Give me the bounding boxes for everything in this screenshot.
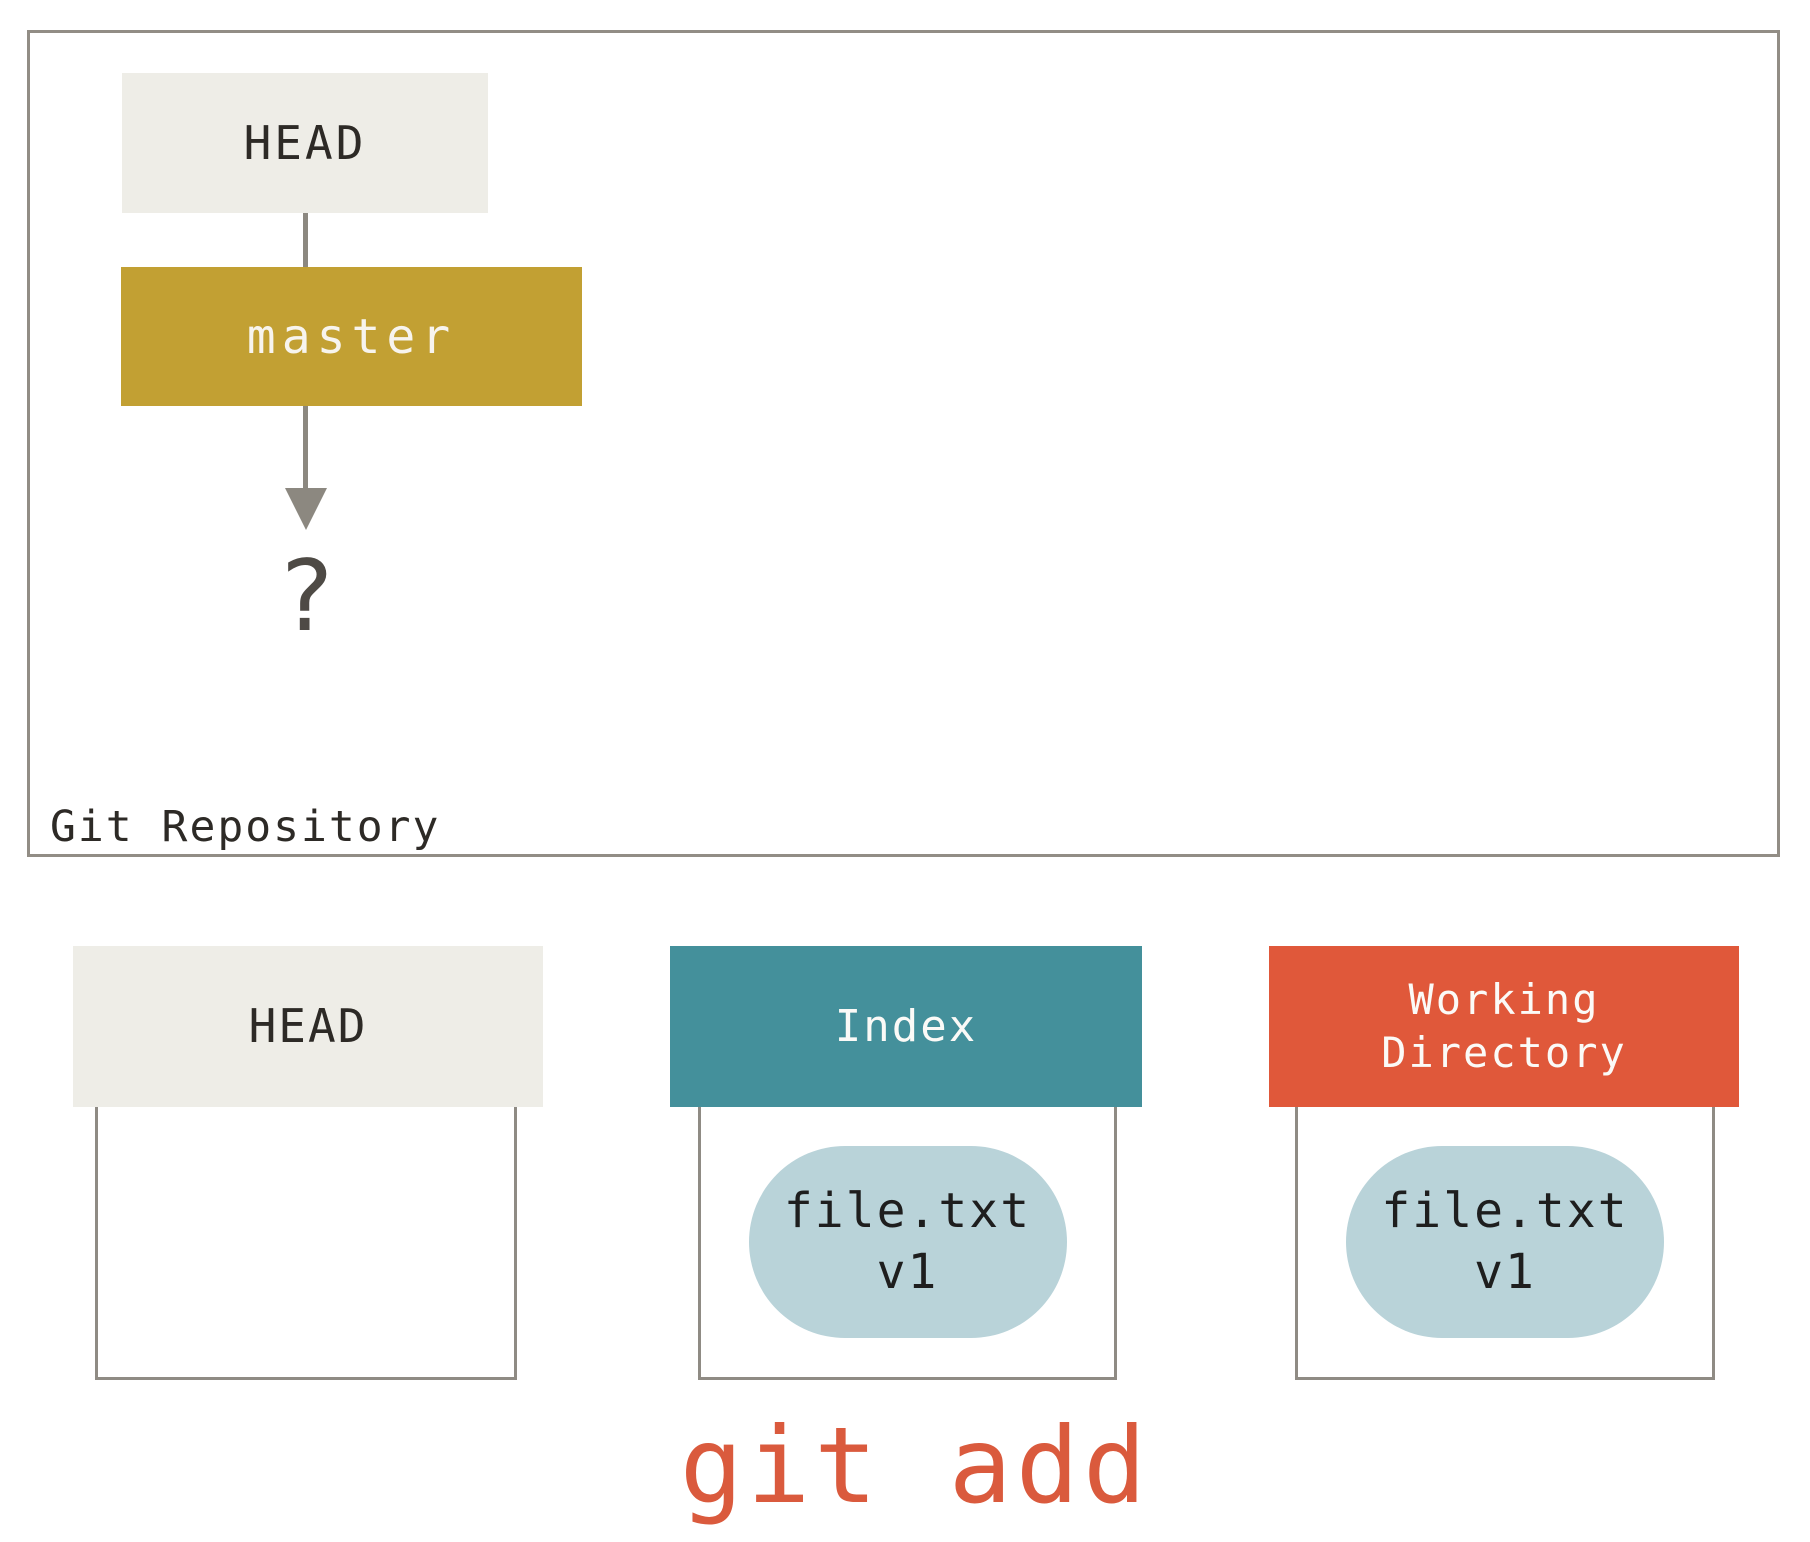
master-arrow-stem <box>303 406 308 490</box>
index-column-title: Index <box>834 1001 978 1052</box>
git-add-caption: git add <box>679 1405 1151 1527</box>
working-directory-title-line2: Directory <box>1381 1027 1627 1077</box>
working-directory-column-body: file.txt v1 <box>1295 1107 1715 1380</box>
head-to-master-connector <box>303 213 308 267</box>
index-column-header: Index <box>670 946 1142 1107</box>
index-file-pill: file.txt v1 <box>748 1146 1067 1338</box>
master-arrow-head-icon <box>285 488 327 530</box>
head-node-label: HEAD <box>243 116 367 170</box>
index-column-body: file.txt v1 <box>698 1107 1117 1380</box>
index-file-name: file.txt <box>783 1182 1032 1239</box>
unknown-commit-label: ? <box>276 540 336 654</box>
head-column-header: HEAD <box>73 946 543 1107</box>
head-column-title: HEAD <box>248 998 368 1053</box>
master-branch-label: master <box>246 308 457 365</box>
head-node: HEAD <box>122 73 488 213</box>
head-column-body <box>95 1107 517 1380</box>
working-directory-file-pill: file.txt v1 <box>1346 1146 1664 1338</box>
working-directory-title-line1: Working <box>1408 975 1600 1024</box>
working-directory-file-name: file.txt <box>1381 1182 1629 1239</box>
master-branch-node: master <box>121 267 582 406</box>
git-repository-label: Git Repository <box>50 802 441 852</box>
working-directory-file-version: v1 <box>1474 1244 1536 1300</box>
working-directory-column-header: Working Directory <box>1269 946 1739 1107</box>
index-file-version: v1 <box>876 1244 939 1300</box>
